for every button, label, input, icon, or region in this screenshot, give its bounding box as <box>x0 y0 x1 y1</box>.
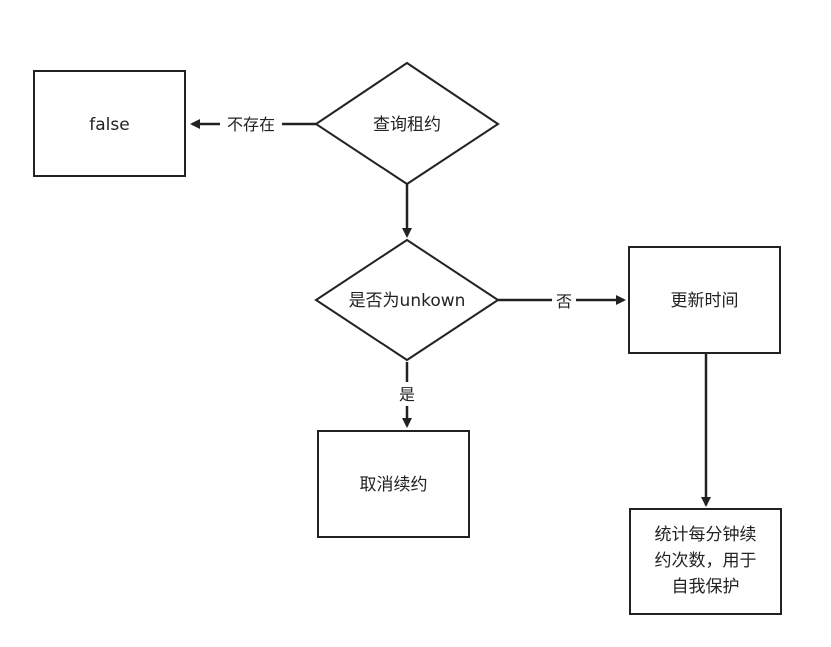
node-false: false <box>33 70 186 177</box>
stats-label-line-3: 自我保护 <box>672 577 740 597</box>
node-update-time: 更新时间 <box>628 246 781 354</box>
edge-label-not-exist: 不存在 <box>227 115 275 134</box>
label-bg-no <box>552 289 576 313</box>
label-bg-yes <box>396 382 418 406</box>
node-cancel-renew: 取消续约 <box>317 430 470 538</box>
node-query-lease: 查询租约 <box>314 61 500 186</box>
edge-label-no: 否 <box>556 292 572 311</box>
cancel-renew-box <box>317 430 470 538</box>
query-lease-diamond <box>314 61 500 186</box>
update-time-box <box>628 246 781 354</box>
node-stats: 统计每分钟续 约次数，用于 自我保护 <box>629 508 782 615</box>
edge-label-yes: 是 <box>399 385 415 404</box>
false-box-label: false <box>89 115 129 135</box>
stats-label-line-1: 统计每分钟续 <box>655 525 757 545</box>
stats-box <box>629 508 782 615</box>
node-is-unknown: 是否为unkown <box>314 238 500 362</box>
is-unknown-label: 是否为unkown <box>349 291 466 311</box>
cancel-renew-label: 取消续约 <box>360 475 428 495</box>
label-bg-not-exist <box>220 112 282 136</box>
update-time-label: 更新时间 <box>671 291 739 311</box>
false-box <box>33 70 186 177</box>
query-lease-label: 查询租约 <box>373 115 441 135</box>
stats-label-line-2: 约次数，用于 <box>655 551 757 571</box>
edge-labels: 不存在 否 是 <box>220 112 576 406</box>
is-unknown-diamond <box>314 238 500 362</box>
